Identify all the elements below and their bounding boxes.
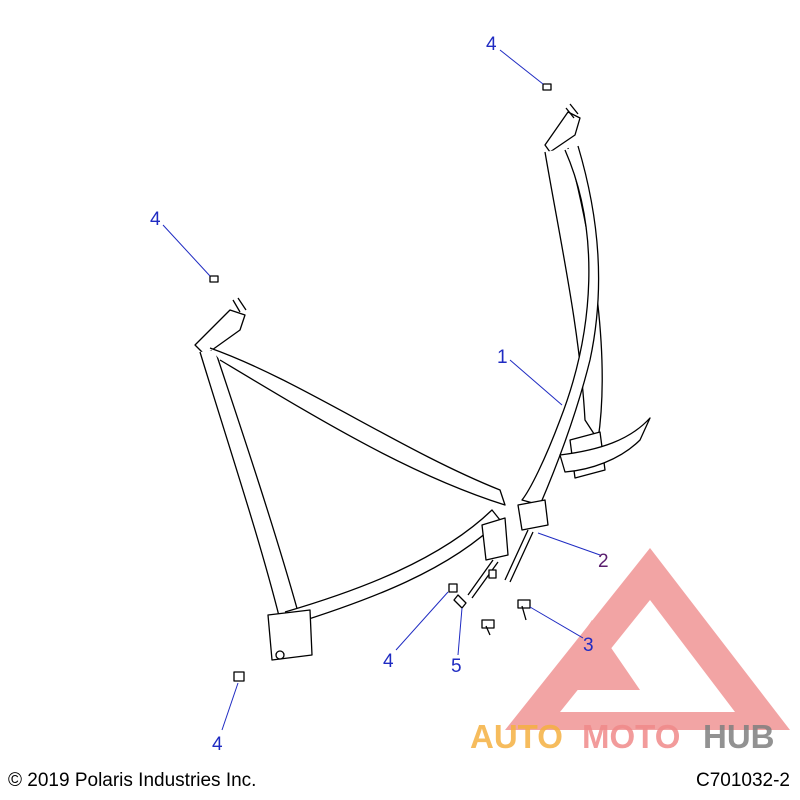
watermark-moto: MOTO [582, 718, 680, 755]
watermark-hub: HUB [703, 718, 775, 755]
copyright-text: © 2019 Polaris Industries Inc. [8, 770, 257, 791]
watermark-auto: AUTO [470, 718, 563, 755]
buckle-cable-left [467, 559, 499, 599]
drawing-number: C701032-2 [695, 770, 790, 791]
callout-2: 2 [598, 551, 609, 572]
right-upper-anchor [544, 111, 581, 153]
nut-mid [448, 583, 458, 593]
leader-lines [162, 49, 601, 731]
bolt-3 [517, 599, 531, 621]
nut-left [209, 275, 219, 283]
seat-belt-assembly [194, 83, 651, 682]
nut-top [542, 83, 552, 91]
buckle-right [517, 499, 549, 531]
left-diagonal-belt [209, 347, 506, 506]
callout-3: 3 [583, 635, 594, 656]
buckle-left [481, 517, 509, 561]
callout-4-bottom: 4 [212, 734, 223, 755]
callout-4-top: 4 [486, 34, 497, 55]
callout-5: 5 [451, 656, 462, 677]
nut-bottom [233, 671, 245, 682]
buckle-cable-right [504, 529, 534, 583]
callout-4-middle: 4 [383, 651, 394, 672]
callout-1: 1 [497, 347, 508, 368]
left-lower-retractor [267, 609, 313, 661]
watermark-text: AUTO MOTO HUB [470, 718, 775, 755]
lap-belt [284, 509, 501, 626]
watermark-logo [505, 548, 790, 730]
bolt-5 [481, 619, 495, 636]
callout-4-left: 4 [150, 209, 161, 230]
left-upper-anchor [194, 309, 246, 356]
